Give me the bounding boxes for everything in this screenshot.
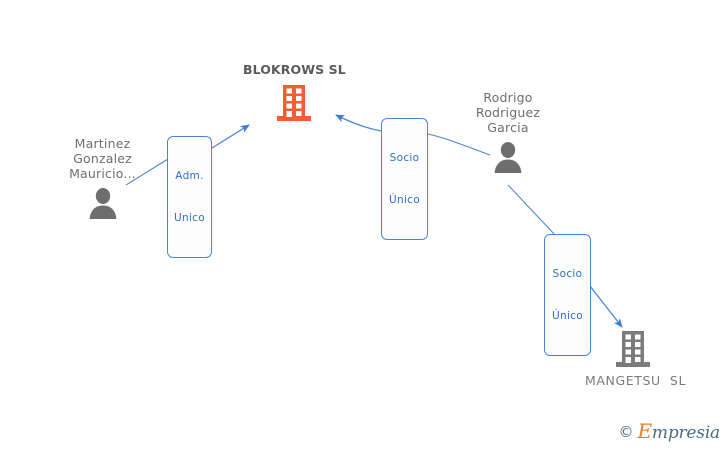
edge-martinez-blokrows-segment-out (211, 124, 250, 149)
edge-rodrigo-blokrows-segment-out (335, 114, 382, 132)
node-martinez-label-line1: Martinez (74, 136, 131, 151)
node-mangetsu-label: MANGETSU SL (585, 373, 687, 388)
edge-label-adm-unico[interactable]: Adm. Unico (167, 136, 212, 258)
edge-martinez-blokrows-segment-in (125, 158, 169, 186)
edge-label-socio-unico-mangetsu-line1: Socio (552, 268, 583, 280)
edge-rodrigo-mangetsu-segment-in (507, 184, 557, 237)
node-rodrigo-label-line3: Garcia (487, 120, 529, 135)
edge-label-socio-unico-blokrows[interactable]: Socio Único (381, 118, 428, 240)
node-mangetsu[interactable]: MANGETSU SL (585, 331, 685, 391)
watermark-brand: Empresia (638, 421, 721, 443)
person-icon[interactable] (492, 142, 524, 173)
node-martinez-label-line2: Gonzalez (73, 151, 132, 166)
building-icon[interactable] (616, 331, 650, 369)
edge-label-adm-unico-line2: Unico (174, 212, 205, 224)
watermark-brand-initial: E (637, 419, 653, 443)
person-icon[interactable] (87, 188, 119, 219)
node-martinez[interactable]: Martinez Gonzalez Mauricio... (60, 136, 145, 219)
edge-label-socio-unico-blokrows-line2: Único (389, 194, 420, 206)
node-blokrows[interactable]: BLOKROWS SL (243, 62, 346, 123)
watermark: © Empresia (618, 421, 721, 443)
building-icon[interactable] (277, 85, 311, 123)
node-martinez-label-line3: Mauricio... (69, 166, 136, 181)
watermark-brand-rest: mpresia (651, 423, 720, 443)
node-rodrigo-label-line1: Rodrigo (483, 90, 533, 105)
node-rodrigo[interactable]: Rodrigo Rodriguez Garcia (462, 90, 554, 175)
node-rodrigo-label-line2: Rodriguez (475, 105, 541, 120)
edge-label-socio-unico-mangetsu-line2: Único (552, 310, 583, 322)
edge-label-adm-unico-line1: Adm. (175, 170, 204, 182)
edge-label-socio-unico-blokrows-line1: Socio (389, 152, 420, 164)
copyright-icon: © (618, 423, 634, 441)
edge-label-socio-unico-mangetsu[interactable]: Socio Único (544, 234, 591, 356)
edge-rodrigo-blokrows-segment-in (427, 133, 491, 156)
node-blokrows-label: BLOKROWS SL (243, 62, 346, 77)
